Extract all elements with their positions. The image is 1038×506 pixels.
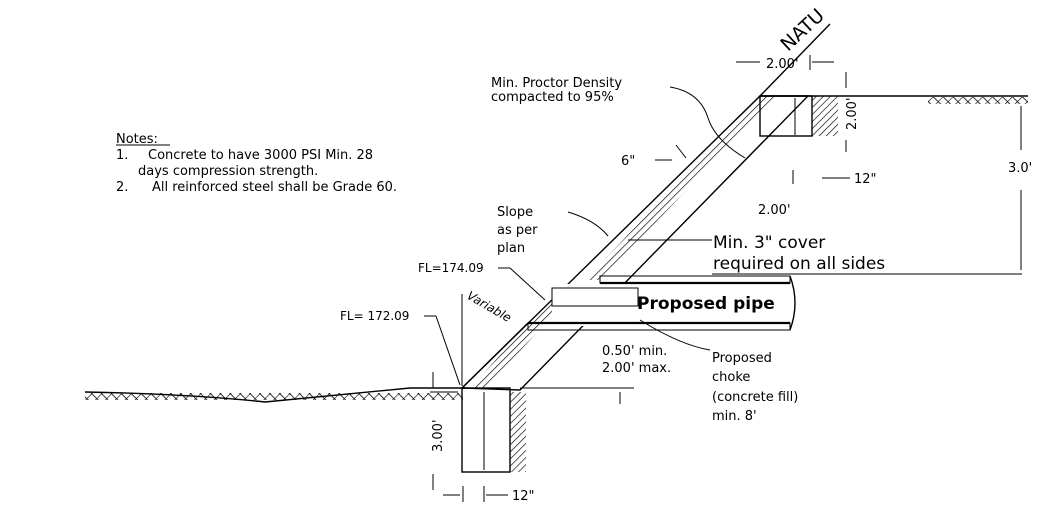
proctor-label-line-1: Min. Proctor Density: [491, 76, 622, 91]
natural-slope-line: [759, 23, 831, 97]
min-max-line-2: 2.00' max.: [602, 361, 671, 376]
proctor-leader: [669, 86, 746, 159]
note-2-line-1: All reinforced steel shall be Grade 60.: [152, 180, 397, 195]
mid-depth-label: 2.00': [758, 203, 791, 218]
note-1-line-1: Concrete to have 3000 PSI Min. 28: [148, 148, 373, 163]
choke-line-4: min. 8': [712, 409, 757, 424]
top-depth-label: 2.00': [845, 97, 860, 130]
cover-label-line-2: required on all sides: [713, 254, 885, 274]
fl-upper-label: FL=174.09: [418, 261, 484, 275]
note-1-number: 1.: [116, 148, 128, 163]
notes-block: Notes: 1. Concrete to have 3000 PSI Min.…: [116, 132, 397, 195]
proposed-pipe: Proposed pipe: [527, 275, 796, 331]
top-key-width-label: 12": [854, 172, 877, 187]
notes-heading: Notes:: [116, 132, 158, 147]
choke-line-2: choke: [712, 370, 750, 385]
note-2-number: 2.: [116, 180, 128, 195]
variable-label: Variable: [465, 288, 514, 324]
note-1-line-2: days compression strength.: [138, 164, 318, 179]
thickness-label: 6": [621, 154, 635, 169]
bottom-depth-label: 3.00': [431, 419, 446, 452]
slope-label-line-2: as per: [497, 223, 538, 238]
slope-earth-hatch-lower: [470, 290, 576, 388]
cover-label-line-1: Min. 3" cover: [713, 233, 825, 253]
slope-label-line-1: Slope: [497, 205, 533, 220]
bottom-key-width-label: 12": [512, 489, 535, 504]
ground-left: [84, 387, 466, 403]
min-max-line-1: 0.50' min.: [602, 344, 667, 359]
bottom-key: [461, 387, 511, 473]
top-width-label: 2.00': [766, 57, 799, 72]
slope-label-line-3: plan: [497, 241, 525, 256]
slope-earth-hatch-upper: [585, 96, 776, 280]
pipe-label: Proposed pipe: [637, 294, 775, 314]
choke-line-1: Proposed: [712, 351, 772, 366]
ground-right: [760, 95, 1028, 104]
natural-ground-label: NATU: [776, 5, 828, 56]
proctor-label-line-2: compacted to 95%: [491, 90, 614, 105]
fl-lower-label: FL= 172.09: [340, 309, 409, 323]
right-height-label: 3.0': [1008, 161, 1032, 176]
choke-line-3: (concrete fill): [712, 390, 798, 405]
